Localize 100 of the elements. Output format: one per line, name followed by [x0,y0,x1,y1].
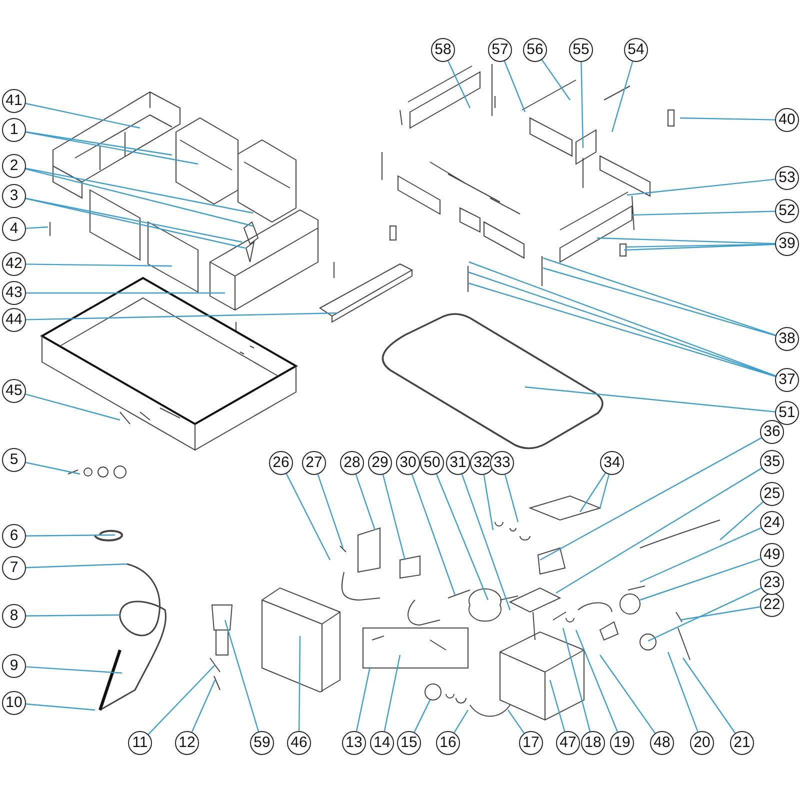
leader-line [599,474,610,508]
leader-line [286,473,331,560]
leader-line [26,102,140,129]
callout-number: 31 [446,451,470,475]
callout-number: 28 [340,451,364,475]
leader-line [626,244,776,248]
leader-line [454,710,469,734]
callout-number: 14 [370,731,394,755]
leader-line [524,386,776,412]
leader-line [26,703,96,711]
leader-line [26,462,80,475]
leader-line [680,606,760,621]
leader-line [356,666,371,732]
callout-number: 29 [368,451,392,475]
leader-line [224,620,260,732]
callout-number: 23 [760,571,784,595]
leader-line [562,628,591,732]
callout-number: 12 [175,731,199,755]
leader-line [640,558,761,601]
leader-line [640,527,762,583]
callout-number: 5 [2,448,26,472]
callout-number: 27 [302,451,326,475]
callout-number: 51 [775,401,799,425]
callout-number: 46 [287,731,311,755]
callout-number: 17 [519,731,543,755]
callout-number: 13 [342,731,366,755]
callout-number: 24 [760,511,784,535]
leader-line [600,654,656,734]
leader-line [483,474,494,530]
leader-line [504,474,519,522]
callout-number: 49 [760,543,784,567]
leader-line [682,658,736,734]
leader-line [626,178,776,196]
leader-line [355,474,376,530]
callout-number: 32 [470,451,494,475]
callout-number: 18 [581,731,605,755]
leader-line [26,614,120,616]
callout-number: 36 [760,420,784,444]
leader-line [26,534,115,536]
callout-number: 47 [556,731,580,755]
leader-line [508,710,525,734]
callout-number: 55 [569,38,593,62]
callout-number: 34 [600,451,624,475]
leader-line [317,474,344,548]
callout-number: 35 [760,450,784,474]
callout-number: 53 [775,166,799,190]
callout-number: 8 [2,604,26,628]
callout-number: 16 [436,731,460,755]
callout-number: 33 [490,451,514,475]
callout-number: 4 [2,217,26,241]
callout-number: 37 [775,368,799,392]
leader-line [667,652,698,732]
leader-line [148,664,216,735]
callout-number: 15 [397,731,421,755]
leader-line [26,226,48,229]
leader-line [26,312,338,320]
callout-number: 45 [2,379,26,403]
callout-number: 11 [128,731,152,755]
callout-number: 6 [2,524,26,548]
leader-line [26,132,198,165]
callout-number: 50 [420,451,444,475]
callout-number: 43 [2,281,26,305]
callout-number: 26 [269,451,293,475]
callout-number: 3 [2,184,26,208]
leader-line [26,292,225,294]
callout-number: 44 [2,308,26,332]
leader-line [541,59,570,100]
leader-line [26,563,128,568]
callout-number: 42 [2,252,26,276]
callout-number: 58 [431,38,455,62]
leader-line [191,680,216,732]
leader-line [549,680,566,732]
callout-number: 25 [760,482,784,506]
leader-line [680,117,776,120]
leader-line [611,61,634,132]
leader-line [411,474,456,596]
leader-line [461,474,511,610]
leader-line [384,654,401,732]
leader-line [382,474,406,560]
leader-line [26,168,254,214]
leader-line [648,588,762,642]
callout-number: 21 [730,731,754,755]
callout-number: 59 [250,731,274,755]
callout-number: 57 [488,38,512,62]
leader-line [504,60,526,112]
callout-number: 1 [2,118,26,142]
leader-line [540,437,762,561]
callout-number: 56 [523,38,547,62]
leader-line [26,264,172,267]
leader-line [25,394,120,421]
callout-number: 2 [2,154,26,178]
callout-number: 39 [775,232,799,256]
leader-line [298,636,301,731]
leader-line [632,210,776,216]
callout-number: 40 [775,108,799,132]
leader-line [580,472,606,512]
leader-line [596,237,776,244]
leader-line [26,131,172,156]
callout-number: 41 [2,89,26,113]
leader-line [26,666,122,674]
